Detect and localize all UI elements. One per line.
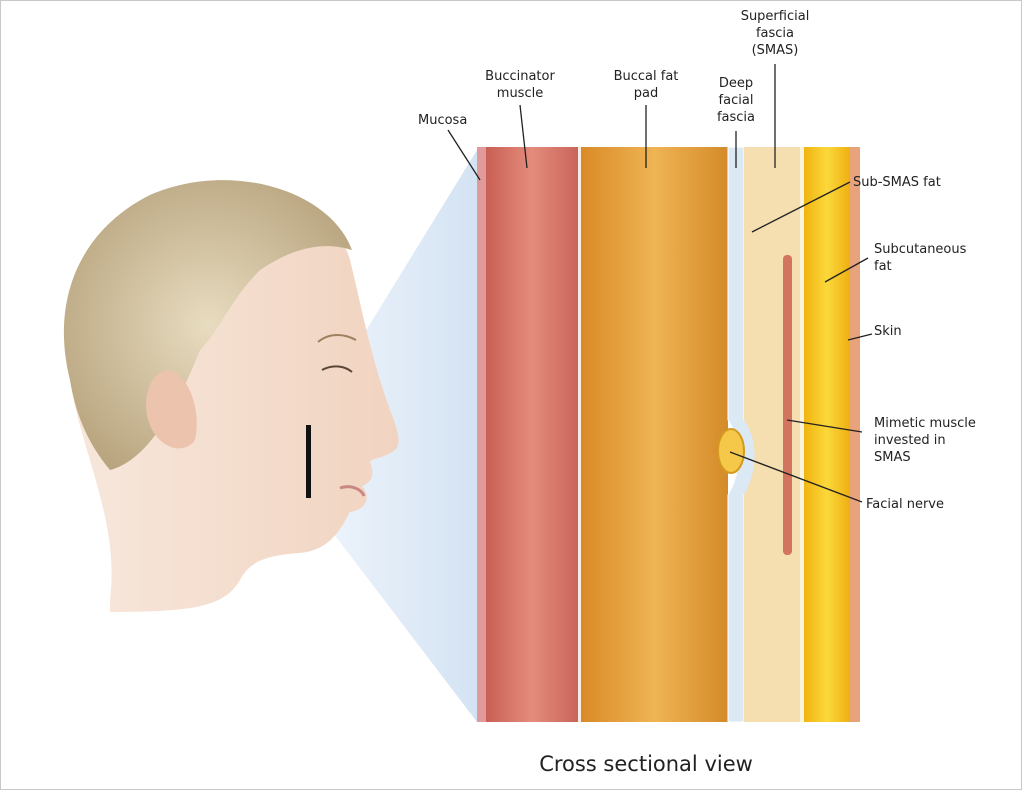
buccal-fat-layer xyxy=(581,147,728,722)
label-buccal-fat-pad: Buccal fat pad xyxy=(613,69,679,101)
leader-line-facial-nerve xyxy=(729,451,863,503)
label-facial-nerve: Facial nerve xyxy=(866,497,944,512)
leader-line-sub-smas xyxy=(751,181,851,233)
leader-line-subcutaneous xyxy=(824,257,869,283)
hair xyxy=(63,180,352,470)
buccinator-layer xyxy=(486,147,578,722)
mimetic-muscle xyxy=(783,255,792,555)
label-superficial-fascia-smas: Superficial fascia (SMAS) xyxy=(740,9,810,58)
leader-line-mucosa xyxy=(447,129,481,181)
layer-divider xyxy=(800,147,804,722)
leader-line-skin xyxy=(847,333,873,341)
label-mimetic-muscle: Mimetic muscle invested in SMAS xyxy=(874,416,976,465)
ear xyxy=(146,370,197,449)
caption: Cross sectional view xyxy=(539,752,753,776)
eyebrow xyxy=(317,334,357,343)
lips xyxy=(339,485,366,497)
label-buccinator-muscle: Buccinator muscle xyxy=(485,69,555,101)
mucosa-layer xyxy=(477,147,486,722)
facial-nerve xyxy=(717,428,745,474)
subcutaneous-fat-layer xyxy=(804,147,850,722)
label-subcutaneous-fat: Subcutaneous fat xyxy=(874,242,967,274)
leader-line-buccinator xyxy=(519,104,528,169)
section-marker xyxy=(306,425,311,498)
cross-section-layers xyxy=(477,146,860,723)
leader-lines xyxy=(447,64,873,503)
layer-divider xyxy=(578,147,581,722)
label-skin: Skin xyxy=(874,324,902,339)
head-profile-illustration xyxy=(63,180,399,612)
eye xyxy=(321,365,353,373)
label-sub-smas-fat: Sub-SMAS fat xyxy=(853,175,941,190)
skin-layer xyxy=(850,147,860,722)
label-deep-facial-fascia: Deep facial fascia xyxy=(716,76,756,125)
leader-line-mimetic xyxy=(786,419,863,433)
deep-fascia-bulge xyxy=(744,420,755,495)
label-mucosa: Mucosa xyxy=(418,113,468,128)
